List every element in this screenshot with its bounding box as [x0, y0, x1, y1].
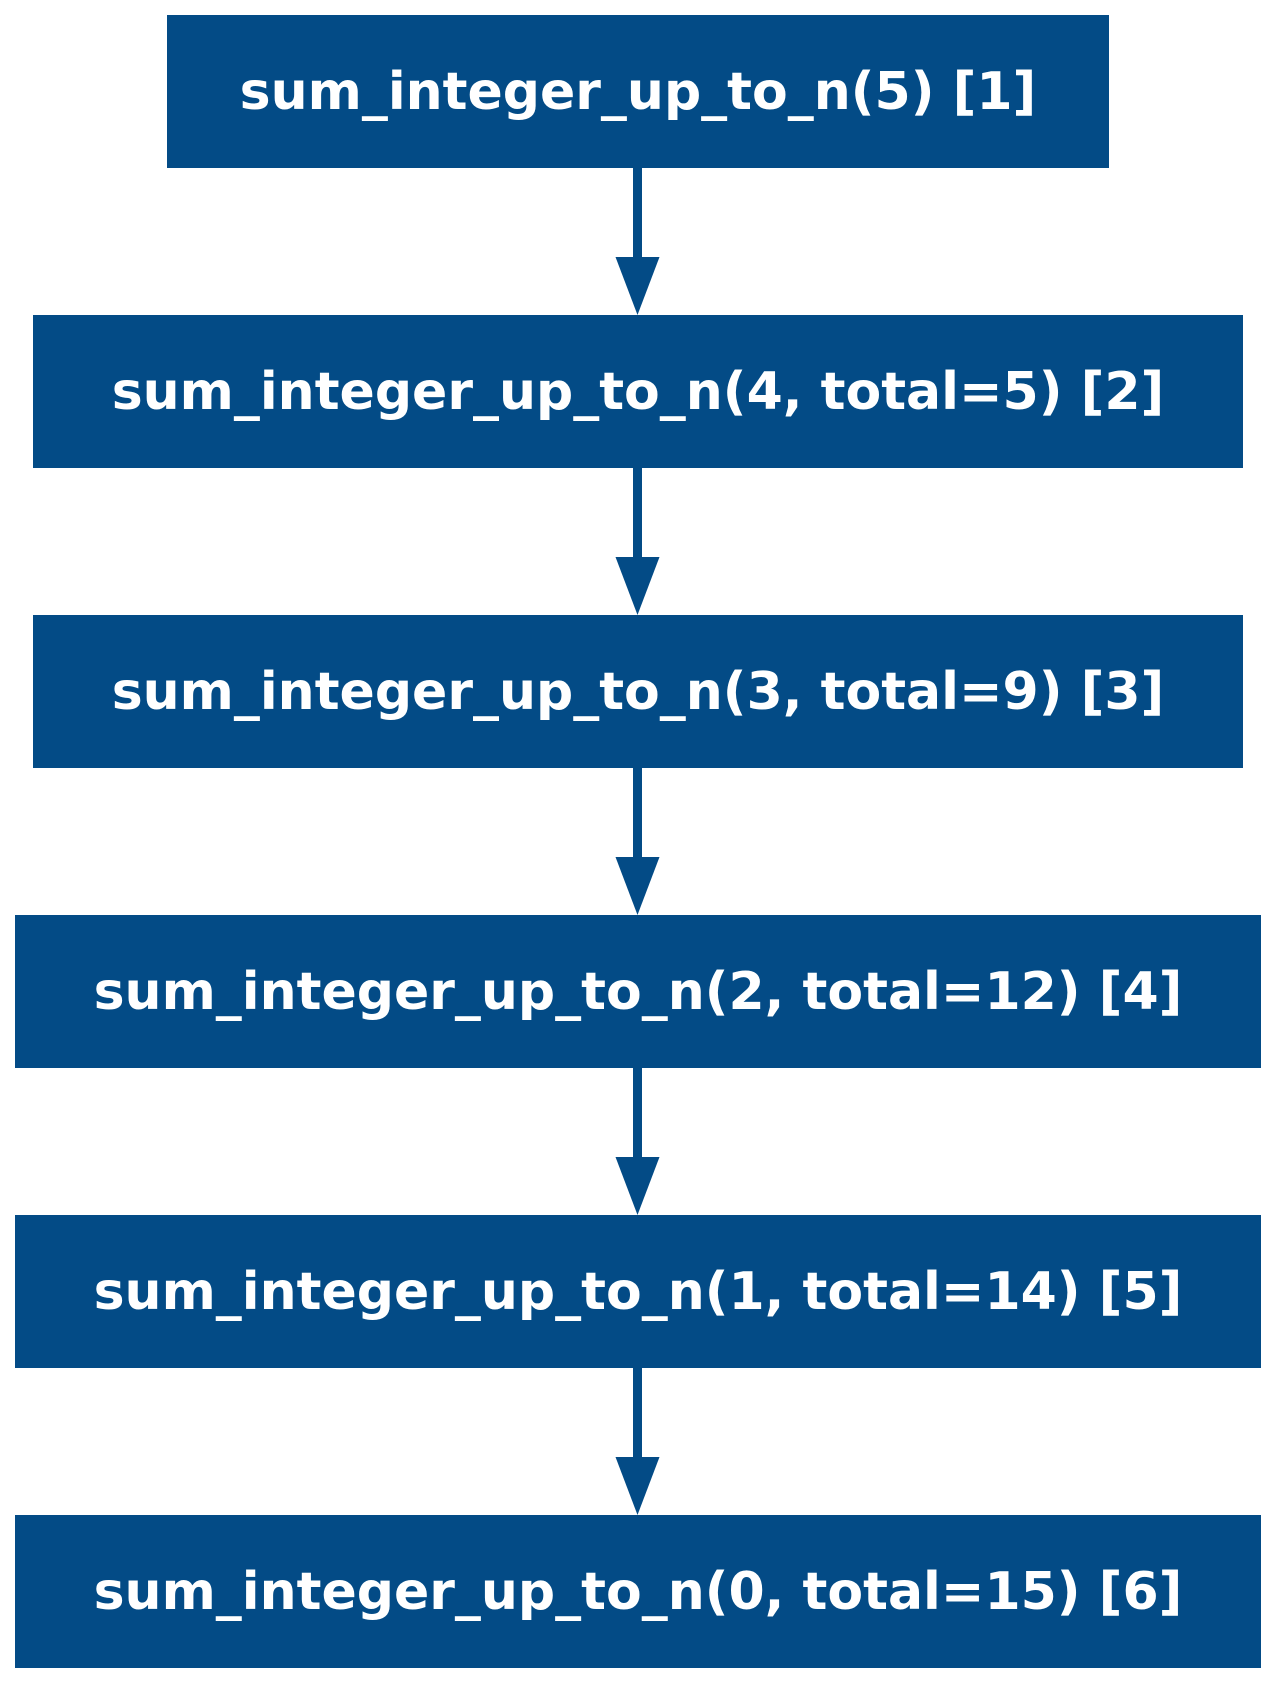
call-node-4: sum_integer_up_to_n(2, total=12) [4]	[15, 915, 1261, 1068]
call-node-1-label: sum_integer_up_to_n(5) [1]	[239, 61, 1037, 122]
edge-arrowhead-5	[615, 1457, 660, 1515]
call-node-6-label: sum_integer_up_to_n(0, total=15) [6]	[93, 1561, 1183, 1622]
call-node-3: sum_integer_up_to_n(3, total=9) [3]	[33, 615, 1243, 768]
call-node-4-label: sum_integer_up_to_n(2, total=12) [4]	[93, 961, 1183, 1022]
call-node-5: sum_integer_up_to_n(1, total=14) [5]	[15, 1215, 1261, 1368]
call-node-3-label: sum_integer_up_to_n(3, total=9) [3]	[111, 661, 1165, 722]
call-node-5-label: sum_integer_up_to_n(1, total=14) [5]	[93, 1261, 1183, 1322]
edge-arrowhead-2	[615, 557, 660, 615]
edge-arrowhead-1	[615, 257, 660, 315]
call-node-6: sum_integer_up_to_n(0, total=15) [6]	[15, 1515, 1261, 1668]
call-node-2: sum_integer_up_to_n(4, total=5) [2]	[33, 315, 1243, 468]
edge-arrowhead-4	[615, 1157, 660, 1215]
edge-arrowhead-3	[615, 857, 660, 915]
call-node-1: sum_integer_up_to_n(5) [1]	[167, 15, 1109, 168]
call-node-2-label: sum_integer_up_to_n(4, total=5) [2]	[111, 361, 1165, 422]
